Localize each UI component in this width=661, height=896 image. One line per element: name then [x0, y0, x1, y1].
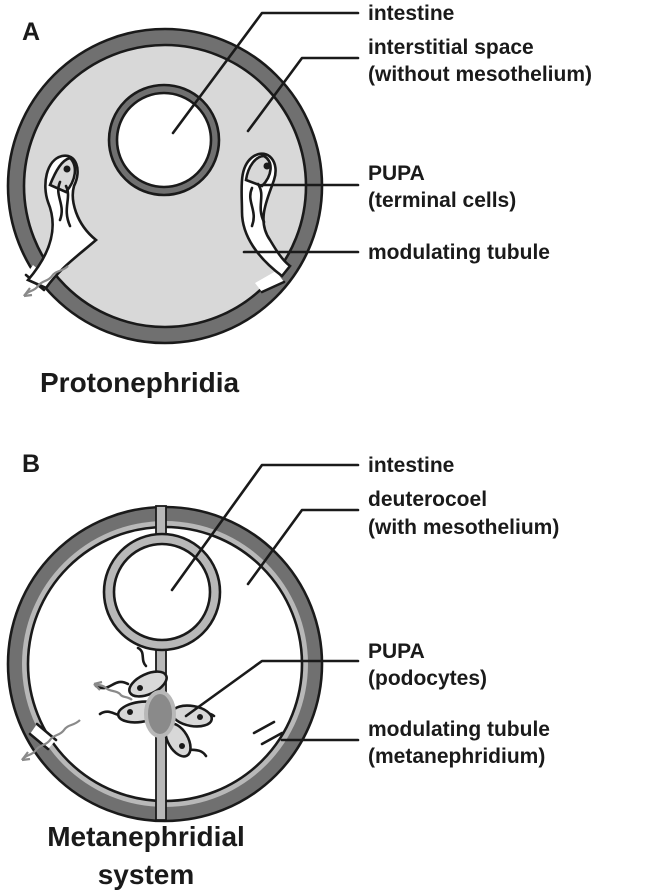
panel-b-mesentery	[155, 505, 167, 821]
panel-b-excretion-arrow	[21, 719, 81, 761]
panel-a-intestine	[115, 91, 213, 189]
panel-b-coel-leader	[246, 508, 360, 586]
panel-b-label-intestine: intestine	[368, 454, 454, 477]
panel-b-letter: B	[22, 450, 40, 478]
panel-a-letter: A	[22, 18, 40, 46]
panel-b-caption-line-2: system	[98, 859, 195, 890]
panel-a-label-tubule: modulating tubule	[368, 241, 550, 264]
panel-a-left-protonephridium	[25, 154, 99, 290]
panel-a-label-pupa: PUPA	[368, 162, 425, 185]
panel-a-caption: Protonephridia	[40, 367, 240, 398]
panel-a-label-intestine: intestine	[368, 2, 454, 25]
panel-b-label-pupa: PUPA	[368, 640, 425, 663]
panel-a-label-space-note: (without mesothelium)	[368, 63, 592, 86]
panel-b-label-coel-note: (with mesothelium)	[368, 516, 559, 539]
panel-a-right-pore	[255, 271, 284, 292]
panel-a-label-pupa-note: (terminal cells)	[368, 189, 516, 212]
panel-a-intestine-leader	[171, 11, 360, 135]
panel-b-right-pore	[254, 722, 282, 744]
panel-b: B	[6, 450, 559, 890]
panel-b-pupa-leader	[184, 659, 360, 718]
panel-b-label-tubule: modulating tubule	[368, 718, 550, 741]
panel-b-podocytes	[94, 646, 216, 758]
panel-a-label-space: interstitial space	[368, 36, 534, 59]
panel-b-left-pore	[30, 724, 56, 749]
panel-a-excretion-arrow	[23, 265, 69, 297]
panel-b-filtration-arrow	[93, 682, 133, 701]
panel-b-intestine	[112, 542, 212, 642]
panel-a: A	[6, 2, 592, 398]
panel-b-caption-line-1: Metanephridial	[47, 821, 245, 852]
panel-b-label-tubule-note: (metanephridium)	[368, 745, 545, 768]
panel-b-label-pupa-note: (podocytes)	[368, 667, 487, 690]
panel-b-intestine-leader	[170, 463, 360, 592]
panel-a-space-leader	[246, 56, 360, 133]
panel-b-label-coel: deuterocoel	[368, 488, 487, 511]
panel-b-blood-vessel	[144, 690, 176, 738]
panel-a-right-protonephridium	[240, 152, 292, 278]
